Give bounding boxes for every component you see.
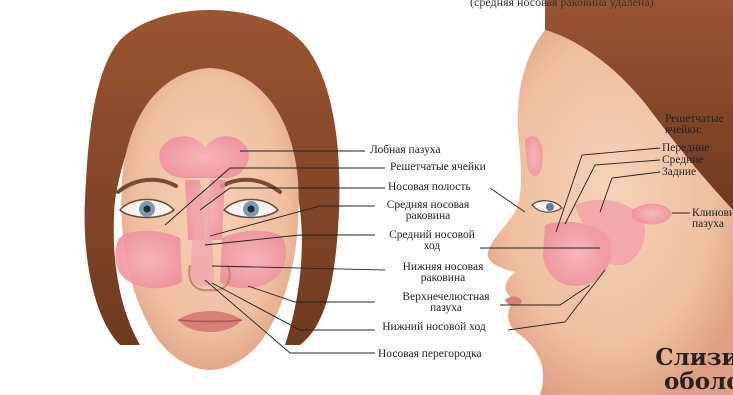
label-ethmoid-anterior: Передние bbox=[662, 143, 709, 154]
maxillary-sinus-left-shape bbox=[115, 231, 182, 289]
label-ethmoid-cells: Решетчатые ячейки bbox=[390, 162, 486, 173]
side-profile bbox=[488, 0, 733, 395]
label-nasal-septum: Носовая перегородка bbox=[378, 349, 482, 360]
section-heading: Слизистая оболочка bbox=[652, 346, 733, 394]
label-middle-turbinate: Средняя носовая раковина bbox=[378, 200, 478, 222]
front-face bbox=[85, 10, 340, 370]
label-frontal-sinus: Лобная пазуха bbox=[370, 145, 441, 156]
label-middle-meatus: Средний носовой ход bbox=[382, 230, 482, 252]
label-maxillary-sinus: Верхнечелюстная пазуха bbox=[386, 292, 506, 314]
label-inferior-meatus: Нижний носовой ход bbox=[380, 322, 488, 333]
label-ethmoid-header: Решетчатые ячейки: bbox=[665, 114, 733, 136]
label-inferior-turbinate: Нижняя носовая раковина bbox=[388, 262, 498, 284]
label-nasal-cavity: Носовая полость bbox=[388, 182, 471, 193]
label-ethmoid-posterior: Задние bbox=[662, 167, 696, 178]
label-ethmoid-middle: Средние bbox=[662, 155, 704, 166]
top-caption: (средняя носовая раковина удалена) bbox=[470, 0, 654, 10]
label-sphenoid-sinus: Клиновидная пазуха bbox=[692, 208, 733, 230]
